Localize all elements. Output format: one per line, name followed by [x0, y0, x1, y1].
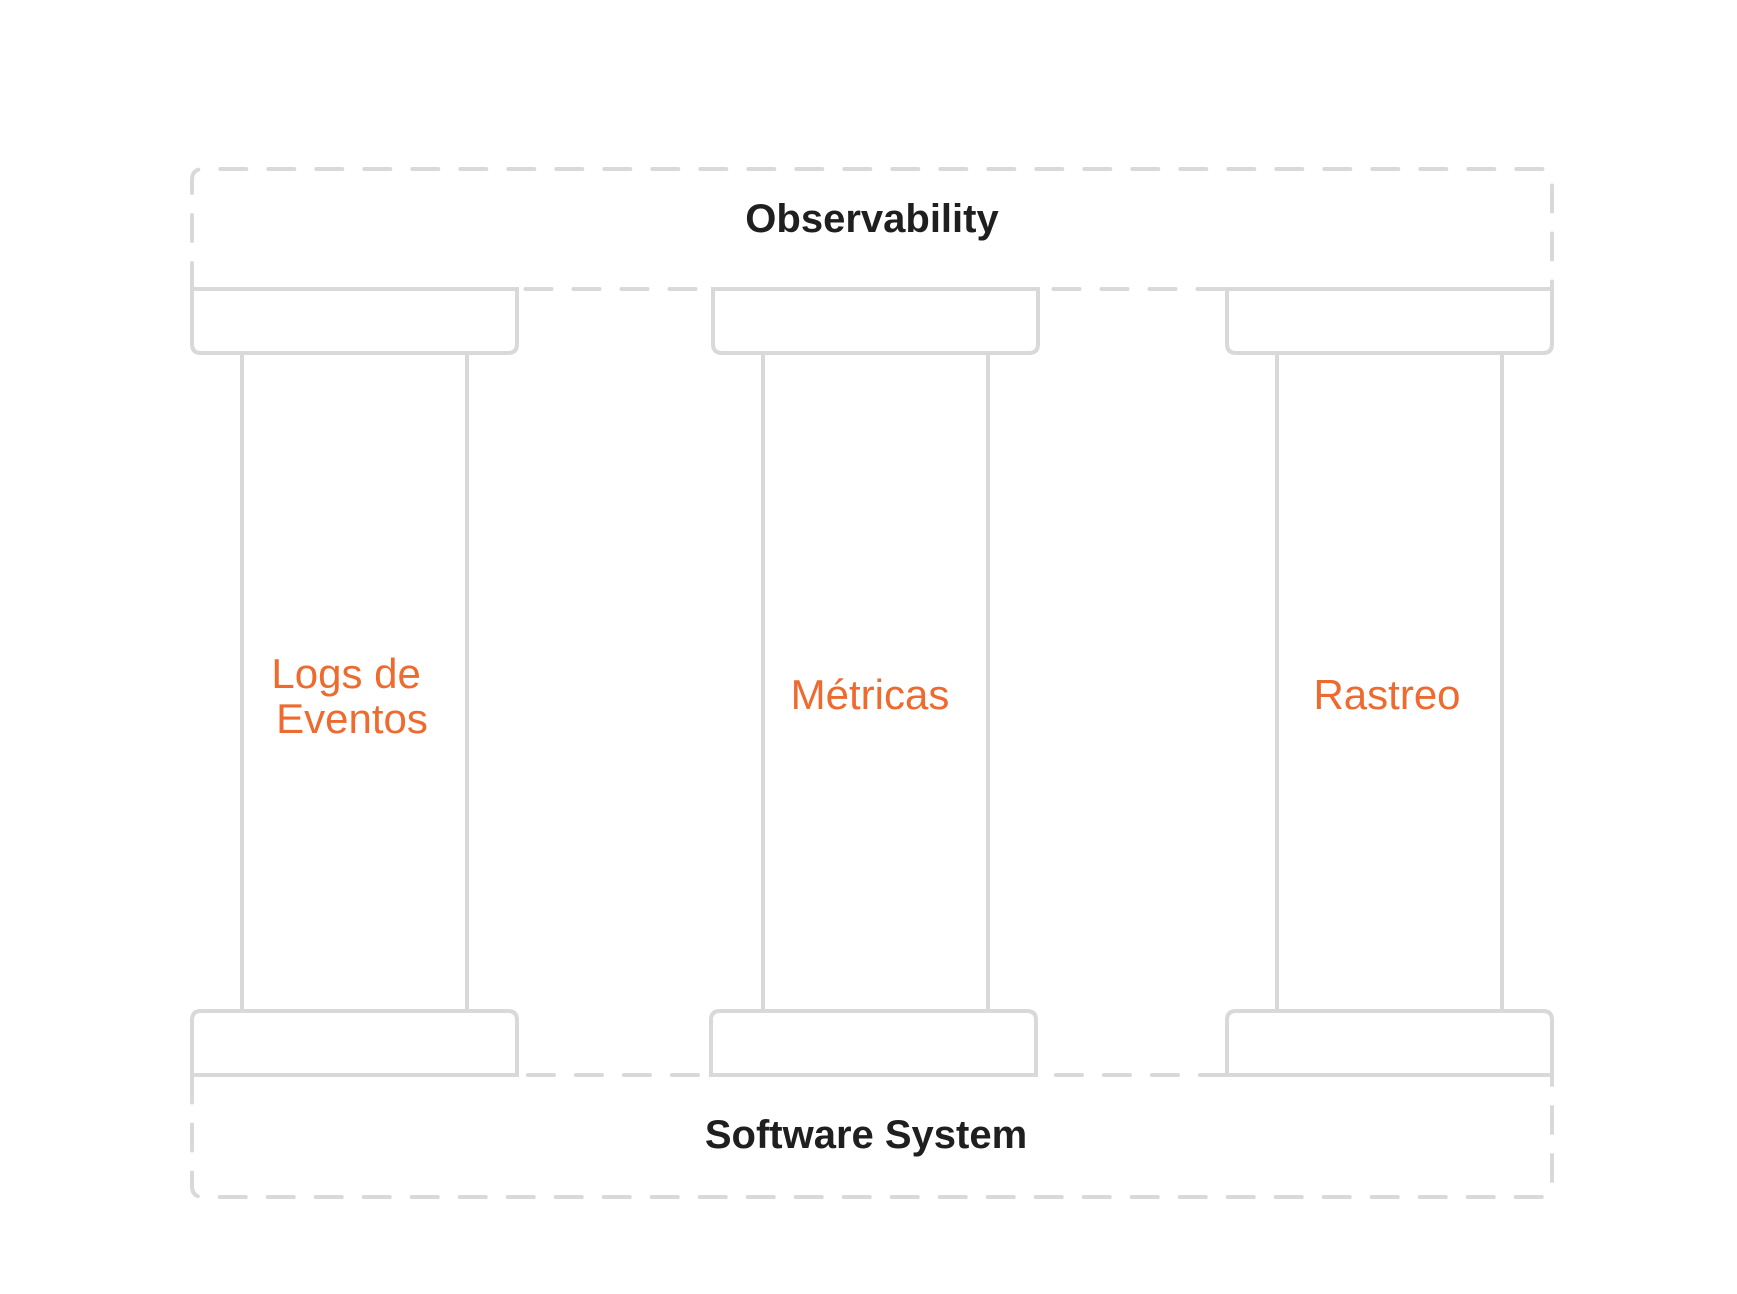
- software-system-group: Software System: [190, 1073, 1554, 1199]
- pillar-rastreo-base: [1225, 1009, 1554, 1077]
- pillar-rastreo-label-line1: Rastreo: [1313, 671, 1460, 718]
- pillar-metricas-capital: [711, 287, 1040, 355]
- pillar-rastreo-shaft: [1275, 353, 1504, 1011]
- pillar-metricas-label: Métricas: [791, 671, 950, 718]
- pillar-rastreo: Rastreo: [1225, 287, 1554, 1077]
- observability-group: Observability: [190, 167, 1554, 291]
- pillar-rastreo-capital: [1225, 287, 1554, 355]
- pillar-metricas-base: [709, 1009, 1038, 1077]
- pillar-logs: Logs de Eventos: [190, 287, 519, 1077]
- pillar-metricas-label-line1: Métricas: [791, 671, 950, 718]
- software-system-label: Software System: [705, 1113, 1027, 1157]
- software-system-box: [190, 1073, 1554, 1199]
- pillar-rastreo-label: Rastreo: [1313, 671, 1460, 718]
- pillar-logs-label-line1: Logs de: [271, 650, 420, 697]
- observability-box: [190, 167, 1554, 291]
- pillar-logs-shaft: [240, 353, 469, 1011]
- pillar-metricas: Métricas: [709, 287, 1040, 1077]
- pillar-logs-base: [190, 1009, 519, 1077]
- observability-label: Observability: [745, 197, 999, 241]
- pillar-metricas-shaft: [761, 353, 990, 1011]
- pillar-logs-capital: [190, 287, 519, 355]
- pillar-logs-label: Logs de Eventos: [271, 650, 432, 742]
- pillar-logs-label-line2: Eventos: [276, 695, 428, 742]
